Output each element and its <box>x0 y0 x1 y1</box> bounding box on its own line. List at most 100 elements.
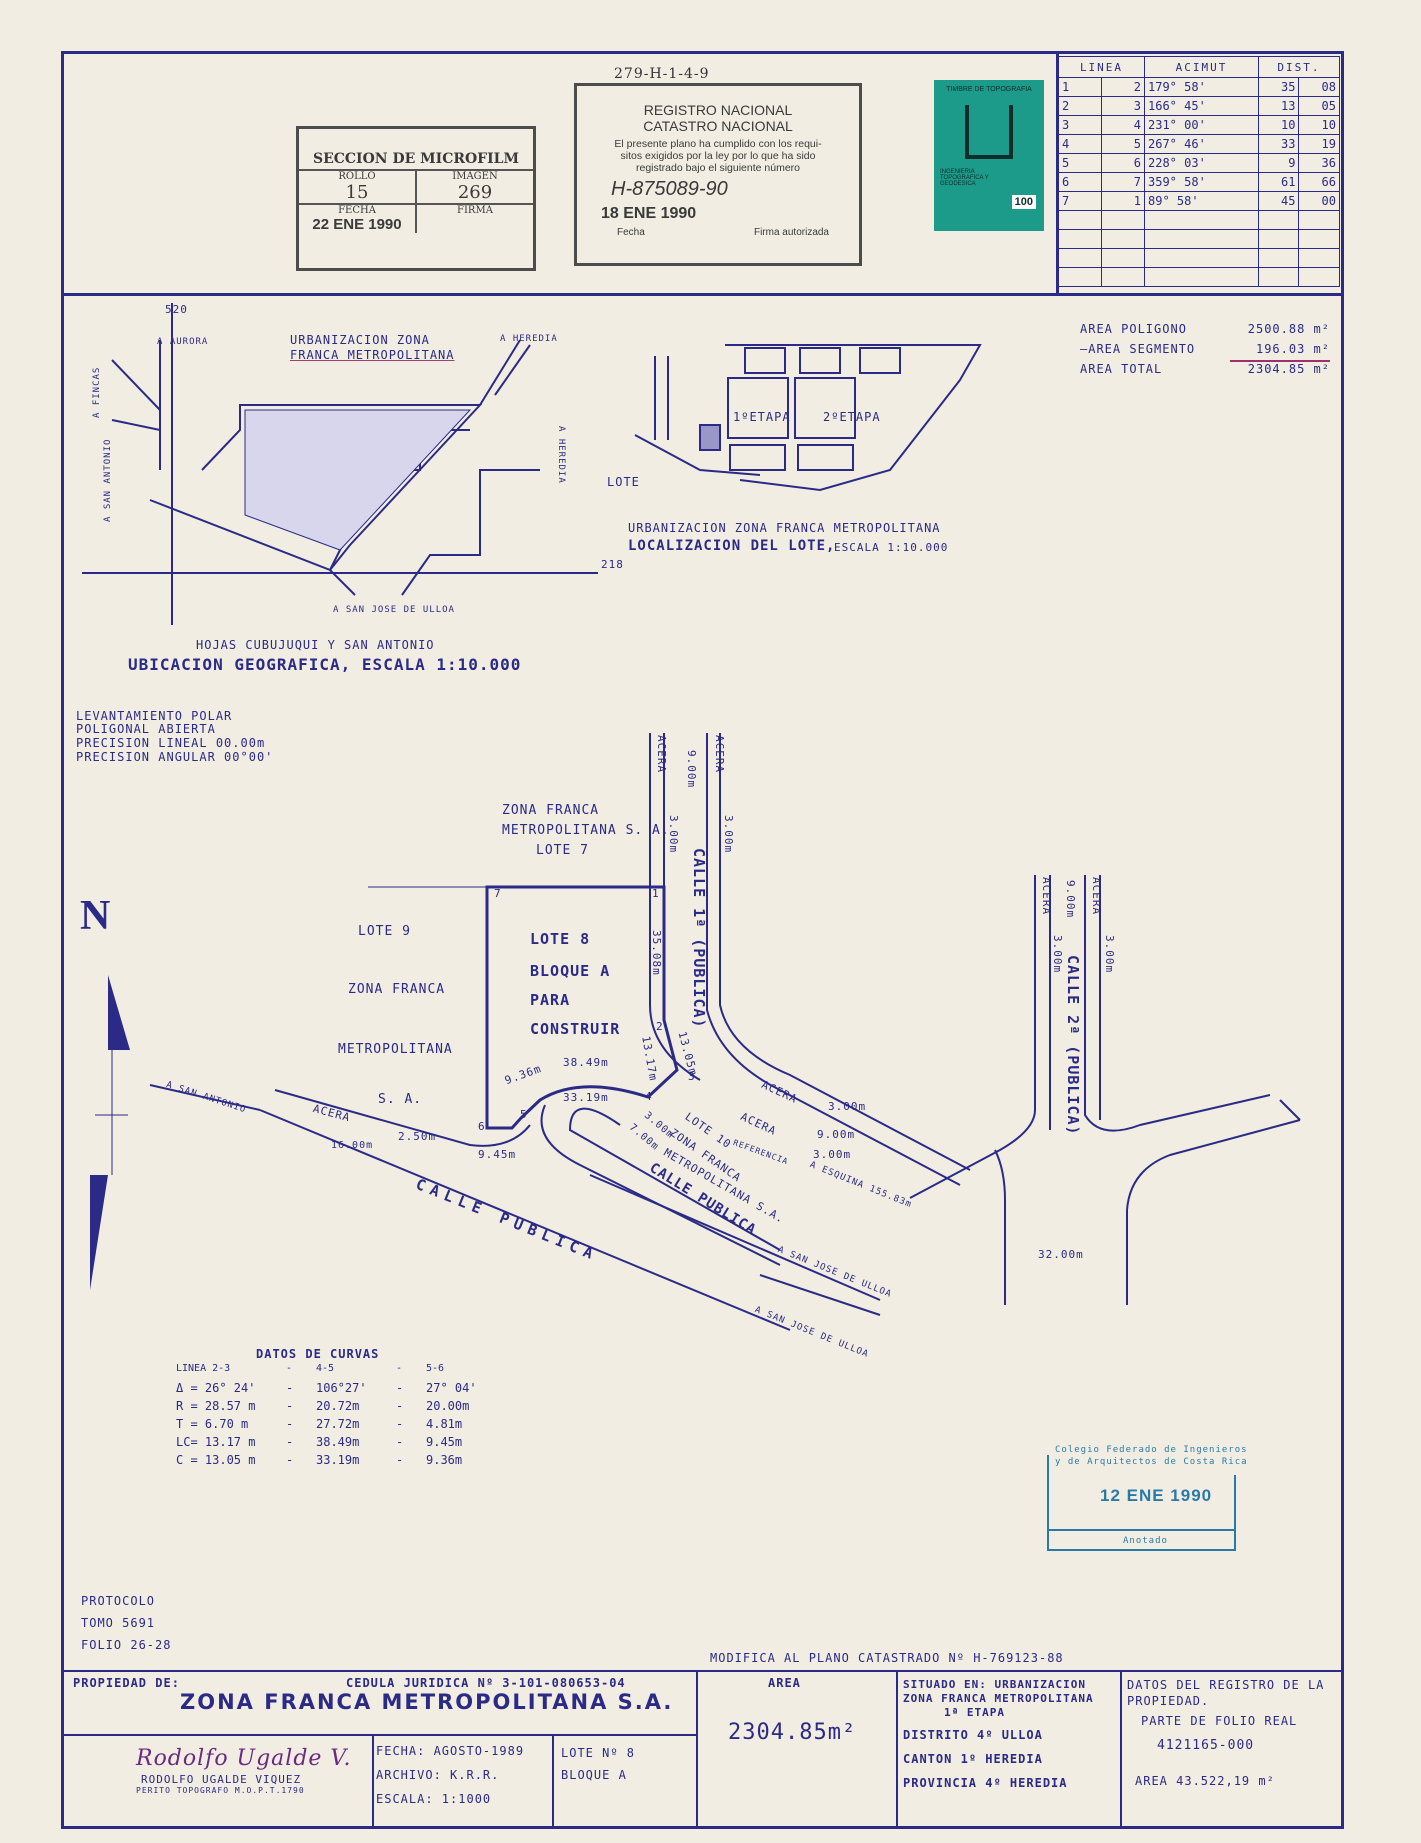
registro-stamp: REGISTRO NACIONAL CATASTRO NACIONAL El p… <box>574 83 862 266</box>
plan-zf-left-1: ZONA FRANCA <box>348 982 446 997</box>
area-label: —AREA SEGMENTO <box>1080 342 1196 356</box>
curvas-cell: 20.72m <box>316 1399 360 1413</box>
table-divider <box>1056 51 1059 295</box>
registro-line1: REGISTRO NACIONAL <box>643 102 793 118</box>
registro-date: 18 ENE 1990 <box>601 205 697 222</box>
calle1-street <box>649 733 971 1186</box>
dim-300-r1: 3.00m <box>828 1100 867 1113</box>
survey-point-label: 5 <box>520 1108 528 1121</box>
plan-lote8-3: PARA <box>530 991 571 1009</box>
tb-canton: CANTON 1º HEREDIA <box>903 1752 1043 1766</box>
curvas-row: LC= 13.17 m-38.49m-9.45m <box>176 1435 496 1453</box>
plan-lote8-1: LOTE 8 <box>530 930 591 948</box>
plan-acera-calle1-b: ACERA <box>713 735 726 774</box>
ubic-aurora: A AURORA <box>157 337 209 347</box>
area-value: 196.03 m² <box>1230 342 1330 362</box>
ubic-title: UBICACION GEOGRAFICA, ESCALA 1:10.000 <box>128 655 522 674</box>
ubic-heredia-1: A HEREDIA <box>500 334 558 344</box>
curvas-row: C = 13.05 m-33.19m-9.36m <box>176 1453 496 1471</box>
az-header-linea: LINEA <box>1058 56 1145 78</box>
plan-acera-calle2-b: ACERA <box>1090 877 1103 916</box>
fecha-value: 22 ENE 1990 <box>312 216 402 233</box>
tb-bloque-text: BLOQUE A <box>561 1768 627 1782</box>
dim-300-c2b: 3.00m <box>1103 935 1116 974</box>
tb-area <box>696 1670 898 1829</box>
curvas-cell: 20.00m <box>426 1399 470 1413</box>
tb-distrito: DISTRITO 4º ULLOA <box>903 1728 1043 1742</box>
plan-zf-left-3: S. A. <box>378 1092 423 1107</box>
area-label: AREA POLIGONO <box>1080 322 1187 336</box>
curvas-cell: - <box>396 1399 404 1413</box>
timbre-label: TIMBRE DE TOPOGRAFIA <box>946 86 1032 93</box>
rollo-label: ROLLO <box>338 171 376 182</box>
curvas-cell: - <box>396 1417 404 1431</box>
dim-900-c1: 9.00m <box>685 750 698 789</box>
plan-zf-left-2: METROPOLITANA <box>338 1042 453 1057</box>
firma-label: FIRMA <box>457 205 493 216</box>
plan-lote8-2: BLOQUE A <box>530 962 611 980</box>
modifica: MODIFICA AL PLANO CATASTRADO Nº H-769123… <box>710 1651 1064 1665</box>
imagen-label: IMAGEN <box>452 171 498 182</box>
az-cell: 166° 45' <box>1144 96 1259 116</box>
curvas-cell: 33.19m <box>316 1453 360 1467</box>
curvas-cell: - <box>396 1381 404 1395</box>
curvas-cell: - <box>286 1381 294 1395</box>
curvas-cell: - <box>286 1399 294 1413</box>
dim-250: 2.50m <box>398 1130 437 1143</box>
az-cell: 359° 58' <box>1144 172 1259 192</box>
ubic-urbanizacion-1: URBANIZACION ZONA <box>290 333 430 347</box>
loc-scale: ESCALA 1:10.000 <box>834 541 949 554</box>
curvas-cell: 38.49m <box>316 1435 360 1449</box>
plan-zf-lote7-3: LOTE 7 <box>536 843 589 858</box>
registro-fecha-label: Fecha <box>617 227 645 238</box>
plan-calle2: CALLE 2ª (PUBLICA) <box>1064 955 1082 1136</box>
plan-zf-lote7-2: METROPOLITANA S. A. <box>502 823 670 838</box>
lev-1: LEVANTAMIENTO POLAR <box>76 709 233 723</box>
survey-point-label: 2 <box>656 1020 664 1033</box>
curvas-cell: 4-5 <box>316 1363 335 1374</box>
timbre-emblem-icon <box>965 105 1013 159</box>
survey-point-label: 4 <box>645 1090 653 1103</box>
curvas-cell: - <box>286 1363 293 1374</box>
curvas-row: R = 28.57 m-20.72m-20.00m <box>176 1399 496 1417</box>
ubic-c218: 218 <box>601 558 624 571</box>
curvas-cell: T = 6.70 m <box>176 1417 249 1431</box>
tb-perito-signature: Rodolfo Ugalde V. <box>136 1746 352 1771</box>
lote8-polygon <box>485 885 679 1130</box>
colegio-line1: Colegio Federado de Ingenieros <box>1055 1445 1248 1455</box>
curvas-cell: - <box>286 1453 294 1467</box>
area-value: 2304.85 m² <box>1247 362 1330 376</box>
dim-3319: 33.19m <box>563 1091 609 1104</box>
tb-perito-sub: PERITO TOPOGRAFO M.O.P.T.1790 <box>136 1786 305 1795</box>
tb-area-value: 2304.85m² <box>728 1720 857 1745</box>
ubicacion-hatch <box>244 409 472 551</box>
curvas-row: Δ = 26° 24'-106°27'-27° 04' <box>176 1381 496 1399</box>
tb-fecha-text: FECHA: AGOSTO-1989 <box>376 1744 525 1758</box>
microfilm-stamp: SECCION DE MICROFILM ROLLO 15 IMAGEN 269… <box>296 126 536 271</box>
colegio-foot: Anotado <box>1123 1536 1168 1546</box>
registro-body-2: sitos exigidos por la ley por lo que ha … <box>620 150 816 162</box>
dim-3508: 35.08m <box>650 930 663 976</box>
microfilm-title: SECCION DE MICROFILM <box>299 151 533 171</box>
header-divider <box>61 293 1344 296</box>
dim-900-r: 9.00m <box>817 1128 856 1141</box>
curvas-cell: 27° 04' <box>426 1381 477 1395</box>
registro-line2: CATASTRO NACIONAL <box>643 118 793 134</box>
colegio-stamp-border <box>1047 1455 1236 1551</box>
lev-2: POLIGONAL ABIERTA <box>76 722 216 736</box>
loc-lote: LOTE <box>607 475 640 489</box>
lev-3: PRECISION LINEAL 00.00m <box>76 736 266 750</box>
tb-situado-1: SITUADO EN: URBANIZACION <box>903 1678 1086 1691</box>
north-arrow <box>90 975 130 1290</box>
tb-cedula: CEDULA JURIDICA Nº 3-101-080653-04 <box>346 1676 626 1690</box>
timbre-value: 100 <box>1011 195 1036 209</box>
az-cell: 89° 58' <box>1144 191 1259 211</box>
curvas-row: LINEA 2-3-4-5-5-6 <box>176 1363 496 1381</box>
tb-provincia: PROVINCIA 4º HEREDIA <box>903 1776 1068 1790</box>
